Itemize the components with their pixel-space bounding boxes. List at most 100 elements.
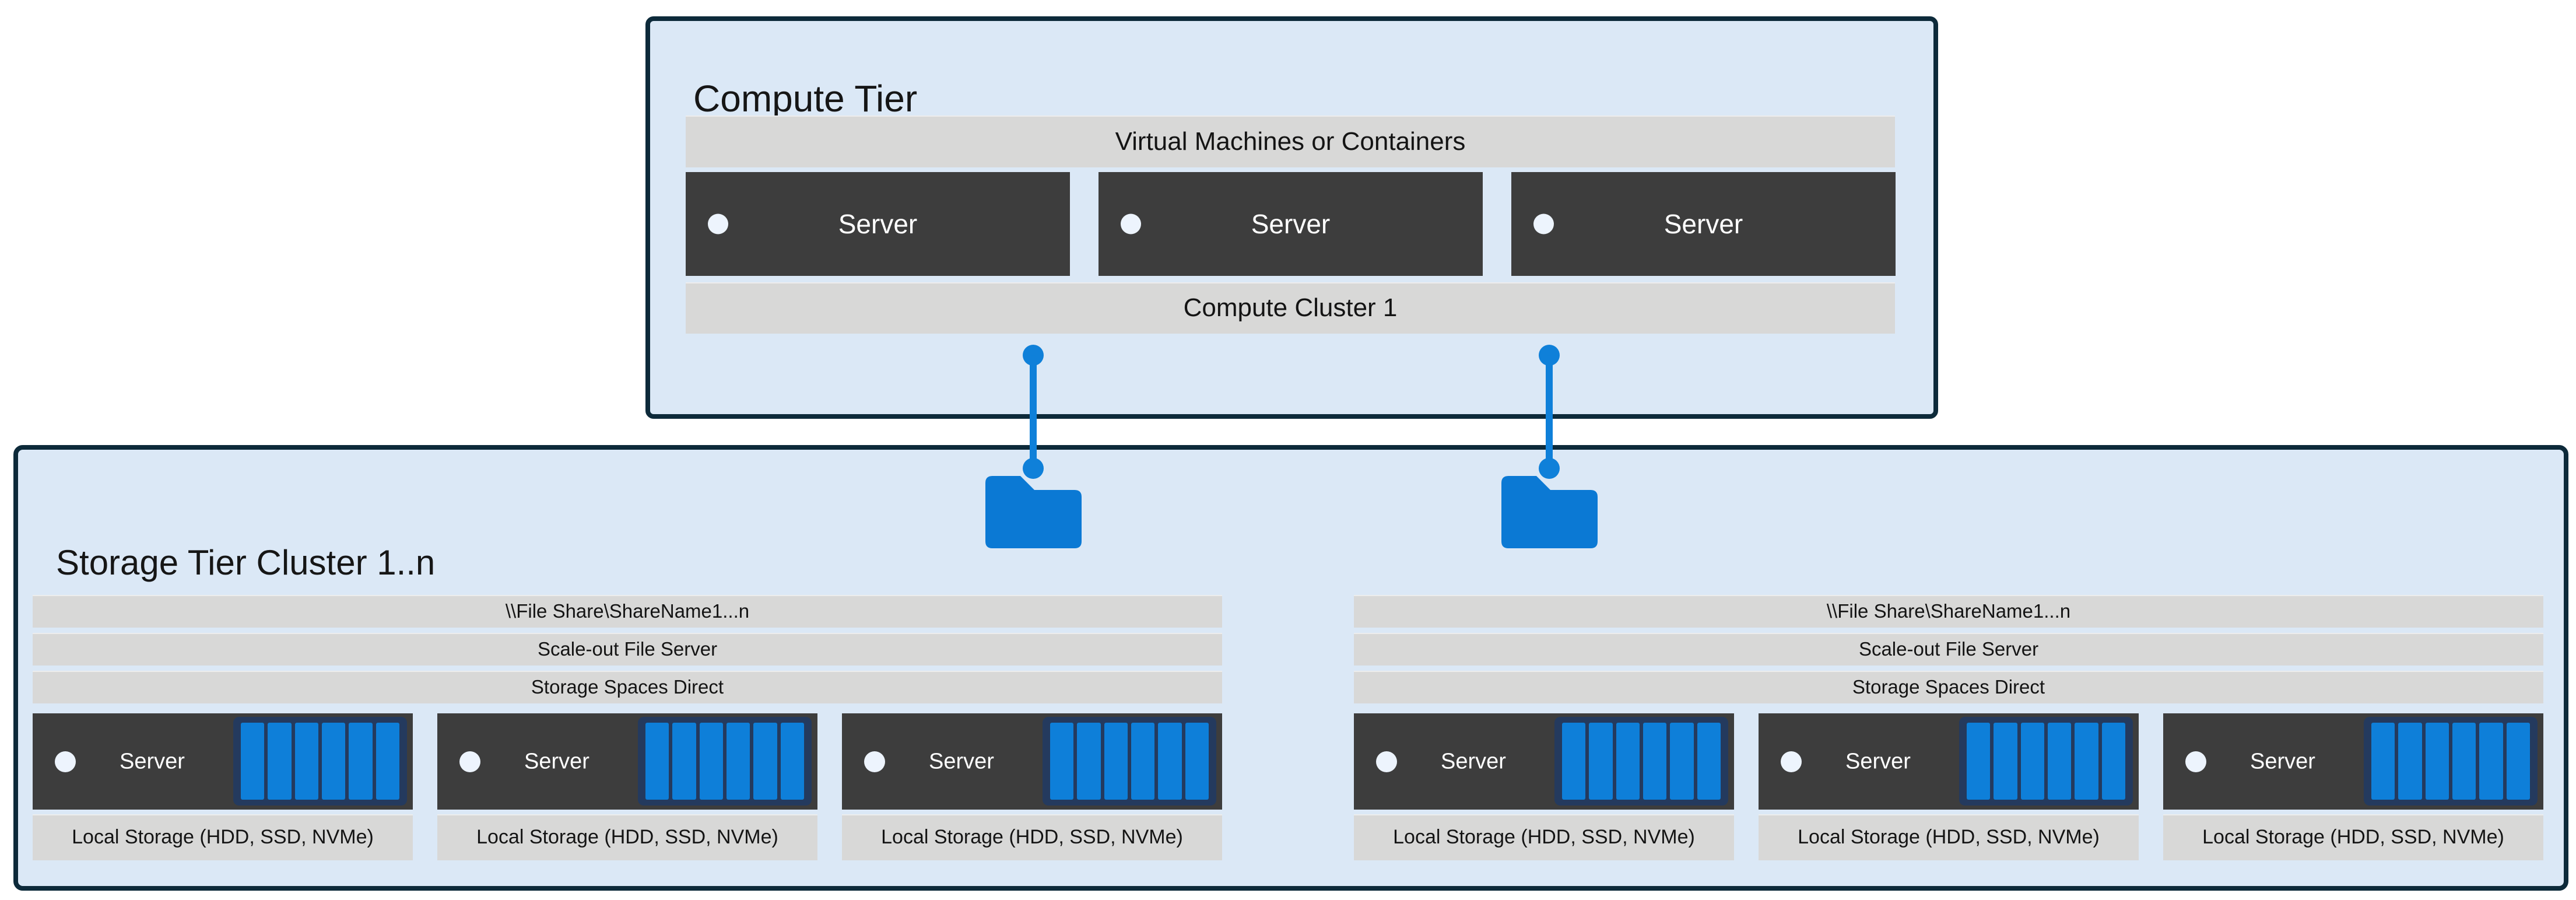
local-storage-label: Local Storage (HDD, SSD, NVMe)	[1393, 826, 1695, 848]
storage-server-3: Server	[842, 713, 1222, 810]
disk-platter	[349, 723, 373, 800]
disk-platter	[2047, 723, 2072, 800]
disk-platter	[321, 723, 346, 800]
storage-spaces-direct-label: Storage Spaces Direct	[1852, 676, 2045, 698]
server-led-icon	[1121, 213, 1141, 234]
storage-server-6: Server	[2163, 713, 2543, 810]
disk-platter	[1562, 723, 1586, 800]
disk-platter	[753, 723, 777, 800]
file-share-label: \\File Share\ShareName1...n	[505, 600, 750, 622]
disk-platter	[1994, 723, 2017, 800]
local-storage-bar: Local Storage (HDD, SSD, NVMe)	[1759, 814, 2139, 860]
disk-array-icon	[638, 717, 812, 806]
disk-platter	[2075, 723, 2098, 800]
disk-platter	[1131, 723, 1155, 800]
disk-platter	[2452, 723, 2476, 800]
storage-server-4: Server	[1354, 713, 1734, 810]
storage-spaces-direct-label: Storage Spaces Direct	[531, 676, 724, 698]
file-share-bar: \\File Share\ShareName1...n	[33, 595, 1222, 628]
compute-server-row: Server Server Server	[686, 172, 1896, 276]
server-led-icon	[1376, 751, 1397, 772]
server-led-icon	[459, 751, 480, 772]
server-label: Server	[524, 749, 589, 773]
storage-cluster-2: \\File Share\ShareName1...n Scale-out Fi…	[1354, 595, 2543, 860]
disk-platter	[1697, 723, 1721, 800]
compute-server-3: Server	[1511, 172, 1896, 276]
server-label: Server	[838, 209, 918, 239]
disk-array-icon	[1554, 717, 1728, 806]
disk-platter	[1158, 723, 1182, 800]
disk-platter	[241, 723, 265, 800]
local-storage-label: Local Storage (HDD, SSD, NVMe)	[72, 826, 374, 848]
disk-platter	[1050, 723, 1074, 800]
server-label: Server	[120, 749, 185, 773]
disk-platter	[1185, 723, 1209, 800]
disk-platter	[375, 723, 399, 800]
server-led-icon	[864, 751, 885, 772]
local-storage-bar: Local Storage (HDD, SSD, NVMe)	[33, 814, 413, 860]
connector-line-icon	[1030, 355, 1037, 468]
local-storage-label: Local Storage (HDD, SSD, NVMe)	[2202, 826, 2504, 848]
file-share-folder-icon	[985, 476, 1082, 548]
scale-out-file-server-bar: Scale-out File Server	[1354, 633, 2543, 666]
vm-containers-bar: Virtual Machines or Containers	[686, 115, 1895, 167]
server-led-icon	[1781, 751, 1802, 772]
storage-tier-title: Storage Tier Cluster 1..n	[56, 542, 436, 582]
local-storage-label: Local Storage (HDD, SSD, NVMe)	[476, 826, 778, 848]
local-storage-bar: Local Storage (HDD, SSD, NVMe)	[1354, 814, 1734, 860]
server-label: Server	[1845, 749, 1911, 773]
disk-platter	[780, 723, 804, 800]
server-led-icon	[55, 751, 76, 772]
disk-platter	[2506, 723, 2530, 800]
disk-platter	[1670, 723, 1694, 800]
disk-platter	[2479, 723, 2503, 800]
server-led-icon	[2185, 751, 2206, 772]
local-storage-bar: Local Storage (HDD, SSD, NVMe)	[842, 814, 1222, 860]
disk-platter	[1104, 723, 1128, 800]
scale-out-file-server-label: Scale-out File Server	[537, 638, 718, 660]
connector-bottom-dot-icon	[1023, 458, 1044, 479]
storage-tier-box: Storage Tier Cluster 1..n \\File Share\S…	[13, 445, 2568, 891]
storage-cluster-1: \\File Share\ShareName1...n Scale-out Fi…	[33, 595, 1222, 860]
connector-bottom-dot-icon	[1539, 458, 1560, 479]
file-share-folder-icon	[1501, 476, 1598, 548]
local-storage-bar: Local Storage (HDD, SSD, NVMe)	[437, 814, 817, 860]
compute-tier-box: Compute Tier Virtual Machines or Contain…	[645, 16, 1938, 419]
disk-array-icon	[2364, 717, 2538, 806]
compute-server-1: Server	[686, 172, 1070, 276]
disk-platter	[294, 723, 318, 800]
vm-containers-label: Virtual Machines or Containers	[1115, 127, 1466, 156]
disk-platter	[2371, 723, 2395, 800]
compute-cluster-label: Compute Cluster 1	[1183, 293, 1398, 322]
local-storage-label: Local Storage (HDD, SSD, NVMe)	[881, 826, 1183, 848]
disk-platter	[1967, 723, 1991, 800]
storage-server-5: Server	[1759, 713, 2139, 810]
storage-server-2: Server	[437, 713, 817, 810]
connector-line-icon	[1546, 355, 1553, 468]
scale-out-file-server-bar: Scale-out File Server	[33, 633, 1222, 666]
disk-platter	[726, 723, 750, 800]
storage-spaces-direct-bar: Storage Spaces Direct	[33, 671, 1222, 703]
storage-spaces-direct-bar: Storage Spaces Direct	[1354, 671, 2543, 703]
server-label: Server	[1251, 209, 1331, 239]
compute-cluster-bar: Compute Cluster 1	[686, 282, 1895, 334]
scale-out-file-server-label: Scale-out File Server	[1858, 638, 2039, 660]
server-label: Server	[929, 749, 994, 773]
disk-array-icon	[233, 717, 407, 806]
server-label: Server	[1663, 209, 1743, 239]
local-storage-bar: Local Storage (HDD, SSD, NVMe)	[2163, 814, 2543, 860]
disk-platter	[1616, 723, 1640, 800]
server-label: Server	[2250, 749, 2315, 773]
disk-platter	[672, 723, 696, 800]
disk-platter	[1077, 723, 1101, 800]
disk-platter	[2398, 723, 2422, 800]
storage-server-1: Server	[33, 713, 413, 810]
disk-array-icon	[1959, 717, 2133, 806]
server-led-icon	[708, 213, 728, 234]
file-share-bar: \\File Share\ShareName1...n	[1354, 595, 2543, 628]
disk-platter	[2425, 723, 2449, 800]
disk-array-icon	[1043, 717, 1216, 806]
compute-tier-title: Compute Tier	[693, 78, 918, 120]
disk-platter	[645, 723, 669, 800]
